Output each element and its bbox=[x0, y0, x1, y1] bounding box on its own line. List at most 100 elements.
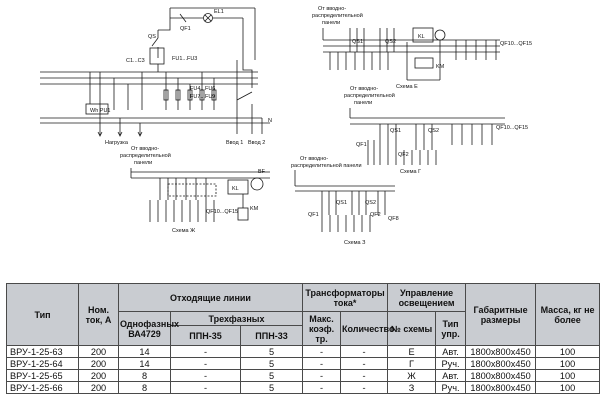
scheme-e-qs1: QS1 bbox=[352, 39, 363, 45]
cell: Е bbox=[387, 345, 437, 358]
header-mass: Масса, кг не более bbox=[535, 283, 601, 346]
header-scheme-no: № схемы bbox=[387, 311, 437, 346]
scheme-zh bbox=[130, 168, 270, 222]
label-el1: EL1 bbox=[214, 9, 224, 15]
label-qf1: QF1 bbox=[180, 26, 191, 32]
table-row: ВРУ-1-25-66 200 8 - 5 - - З Руч. 1800х80… bbox=[6, 381, 601, 394]
header-transformers: Трансформаторы тока* bbox=[302, 283, 389, 312]
scheme-z-qf8: QF8 bbox=[388, 216, 399, 222]
scheme-zh-source-1: От вводно- bbox=[131, 146, 159, 152]
scheme-g-title: Схема Г bbox=[400, 169, 421, 175]
cell: 100 bbox=[535, 357, 601, 370]
cell: Руч. bbox=[435, 357, 467, 370]
main-scheme bbox=[40, 7, 270, 137]
scheme-zh-qf: QF10...QF15 bbox=[206, 209, 238, 215]
cell: - bbox=[340, 345, 389, 358]
cell: Руч. bbox=[435, 381, 467, 394]
label-n: N bbox=[268, 118, 272, 124]
cell: 1800х800х450 bbox=[465, 369, 537, 382]
scheme-zh-km: KM bbox=[250, 206, 259, 212]
cell: З bbox=[387, 381, 437, 394]
cell: ВРУ-1-25-64 bbox=[6, 357, 79, 370]
spec-table: Тип Ном. ток, А Отходящие линии Трансфор… bbox=[6, 283, 601, 394]
cell: - bbox=[170, 345, 241, 358]
cell: 100 bbox=[535, 369, 601, 382]
scheme-z-source-1: От вводно- bbox=[300, 156, 328, 162]
scheme-g-qs1: QS1 bbox=[390, 128, 401, 134]
scheme-e-qf: QF10...QF15 bbox=[500, 41, 532, 47]
header-outgoing: Отходящие линии bbox=[117, 283, 304, 312]
scheme-g-source-3: панели bbox=[354, 100, 372, 106]
header-lighting: Управление освещением bbox=[387, 283, 467, 312]
scheme-zh-source-3: панели bbox=[134, 160, 152, 166]
scheme-zh-kl: KL bbox=[232, 186, 239, 192]
cell: 100 bbox=[535, 345, 601, 358]
cell: 100 bbox=[535, 381, 601, 394]
header-qty: Количество bbox=[340, 311, 394, 346]
scheme-z bbox=[294, 170, 395, 232]
scheme-z-qf1: QF1 bbox=[308, 212, 319, 218]
cell: 200 bbox=[78, 369, 119, 382]
scheme-g-source-1: От вводно- bbox=[350, 86, 378, 92]
cell: - bbox=[302, 381, 342, 394]
cell: Г bbox=[387, 357, 437, 370]
cell: 5 bbox=[239, 381, 304, 394]
label-fu4: FU4...FU6 bbox=[190, 86, 215, 92]
scheme-zh-title: Схема Ж bbox=[172, 228, 195, 234]
cell: 5 bbox=[239, 345, 304, 358]
scheme-z-source-2: распределительной панели bbox=[291, 162, 362, 169]
label-fu7: FU7...FU9 bbox=[190, 94, 215, 100]
cell: 14 bbox=[118, 345, 171, 358]
scheme-e-title: Схема Е bbox=[396, 84, 418, 90]
scheme-e-km: KM bbox=[436, 64, 445, 70]
scheme-z-qs1: QS1 bbox=[336, 200, 347, 206]
scheme-g-qf2: QF2 bbox=[398, 152, 409, 158]
scheme-z-title: Схема З bbox=[344, 240, 366, 246]
header-ctrl-type: Тип упр. bbox=[435, 311, 467, 346]
cell: Ж bbox=[387, 369, 437, 382]
scheme-e-qs2: QS2 bbox=[385, 39, 396, 45]
cell: - bbox=[170, 369, 241, 382]
label-fu: FU1...FU3 bbox=[172, 56, 197, 62]
label-load: Нагрузка bbox=[105, 140, 129, 146]
cell: - bbox=[340, 357, 389, 370]
cell: ВРУ-1-25-63 bbox=[6, 345, 79, 358]
scheme-zh-bf: BF bbox=[258, 169, 266, 175]
header-ppn35: ППН-35 bbox=[170, 325, 241, 346]
cell: 200 bbox=[78, 345, 119, 358]
cell: Авт. bbox=[435, 345, 467, 358]
table-row: ВРУ-1-25-63 200 14 - 5 - - Е Авт. 1800х8… bbox=[6, 345, 601, 358]
cell: 8 bbox=[118, 369, 171, 382]
scheme-zh-source-2: распределительной bbox=[120, 152, 171, 159]
label-meter: Wh PU1 bbox=[90, 108, 110, 114]
scheme-e-source-3: панели bbox=[322, 20, 340, 26]
cell: - bbox=[302, 369, 342, 382]
cell: 5 bbox=[239, 357, 304, 370]
cell: 1800х800х450 bbox=[465, 345, 537, 358]
label-c1c3: C1...C3 bbox=[126, 58, 145, 64]
cell: - bbox=[302, 345, 342, 358]
scheme-g-source-2: распределительной bbox=[344, 92, 395, 99]
cell: - bbox=[340, 369, 389, 382]
cell: 200 bbox=[78, 357, 119, 370]
label-input1: Ввод 1 bbox=[226, 140, 243, 146]
cell: - bbox=[340, 381, 389, 394]
cell: ВРУ-1-25-65 bbox=[6, 369, 79, 382]
cell: 14 bbox=[118, 357, 171, 370]
cell: 5 bbox=[239, 369, 304, 382]
header-nom-current: Ном. ток, А bbox=[78, 283, 119, 346]
table-row: ВРУ-1-25-65 200 8 - 5 - - Ж Авт. 1800х80… bbox=[6, 369, 601, 382]
scheme-g-qf: QF10...QF15 bbox=[496, 125, 528, 131]
scheme-z-qf2: QF2 bbox=[370, 212, 381, 218]
scheme-g-qf1: QF1 bbox=[356, 142, 367, 148]
header-dims: Габаритные размеры bbox=[465, 283, 537, 346]
cell: Авт. bbox=[435, 369, 467, 382]
cell: - bbox=[302, 357, 342, 370]
cell: 1800х800х450 bbox=[465, 357, 537, 370]
cell: - bbox=[170, 381, 241, 394]
schematic-diagrams: EL1 QS QF1 C1...C3 FU1...FU3 FU4...FU6 F… bbox=[40, 6, 532, 246]
scheme-e-source-2: распределительной bbox=[312, 12, 363, 19]
scheme-z-qs2: QS2 bbox=[365, 200, 376, 206]
cell: - bbox=[170, 357, 241, 370]
